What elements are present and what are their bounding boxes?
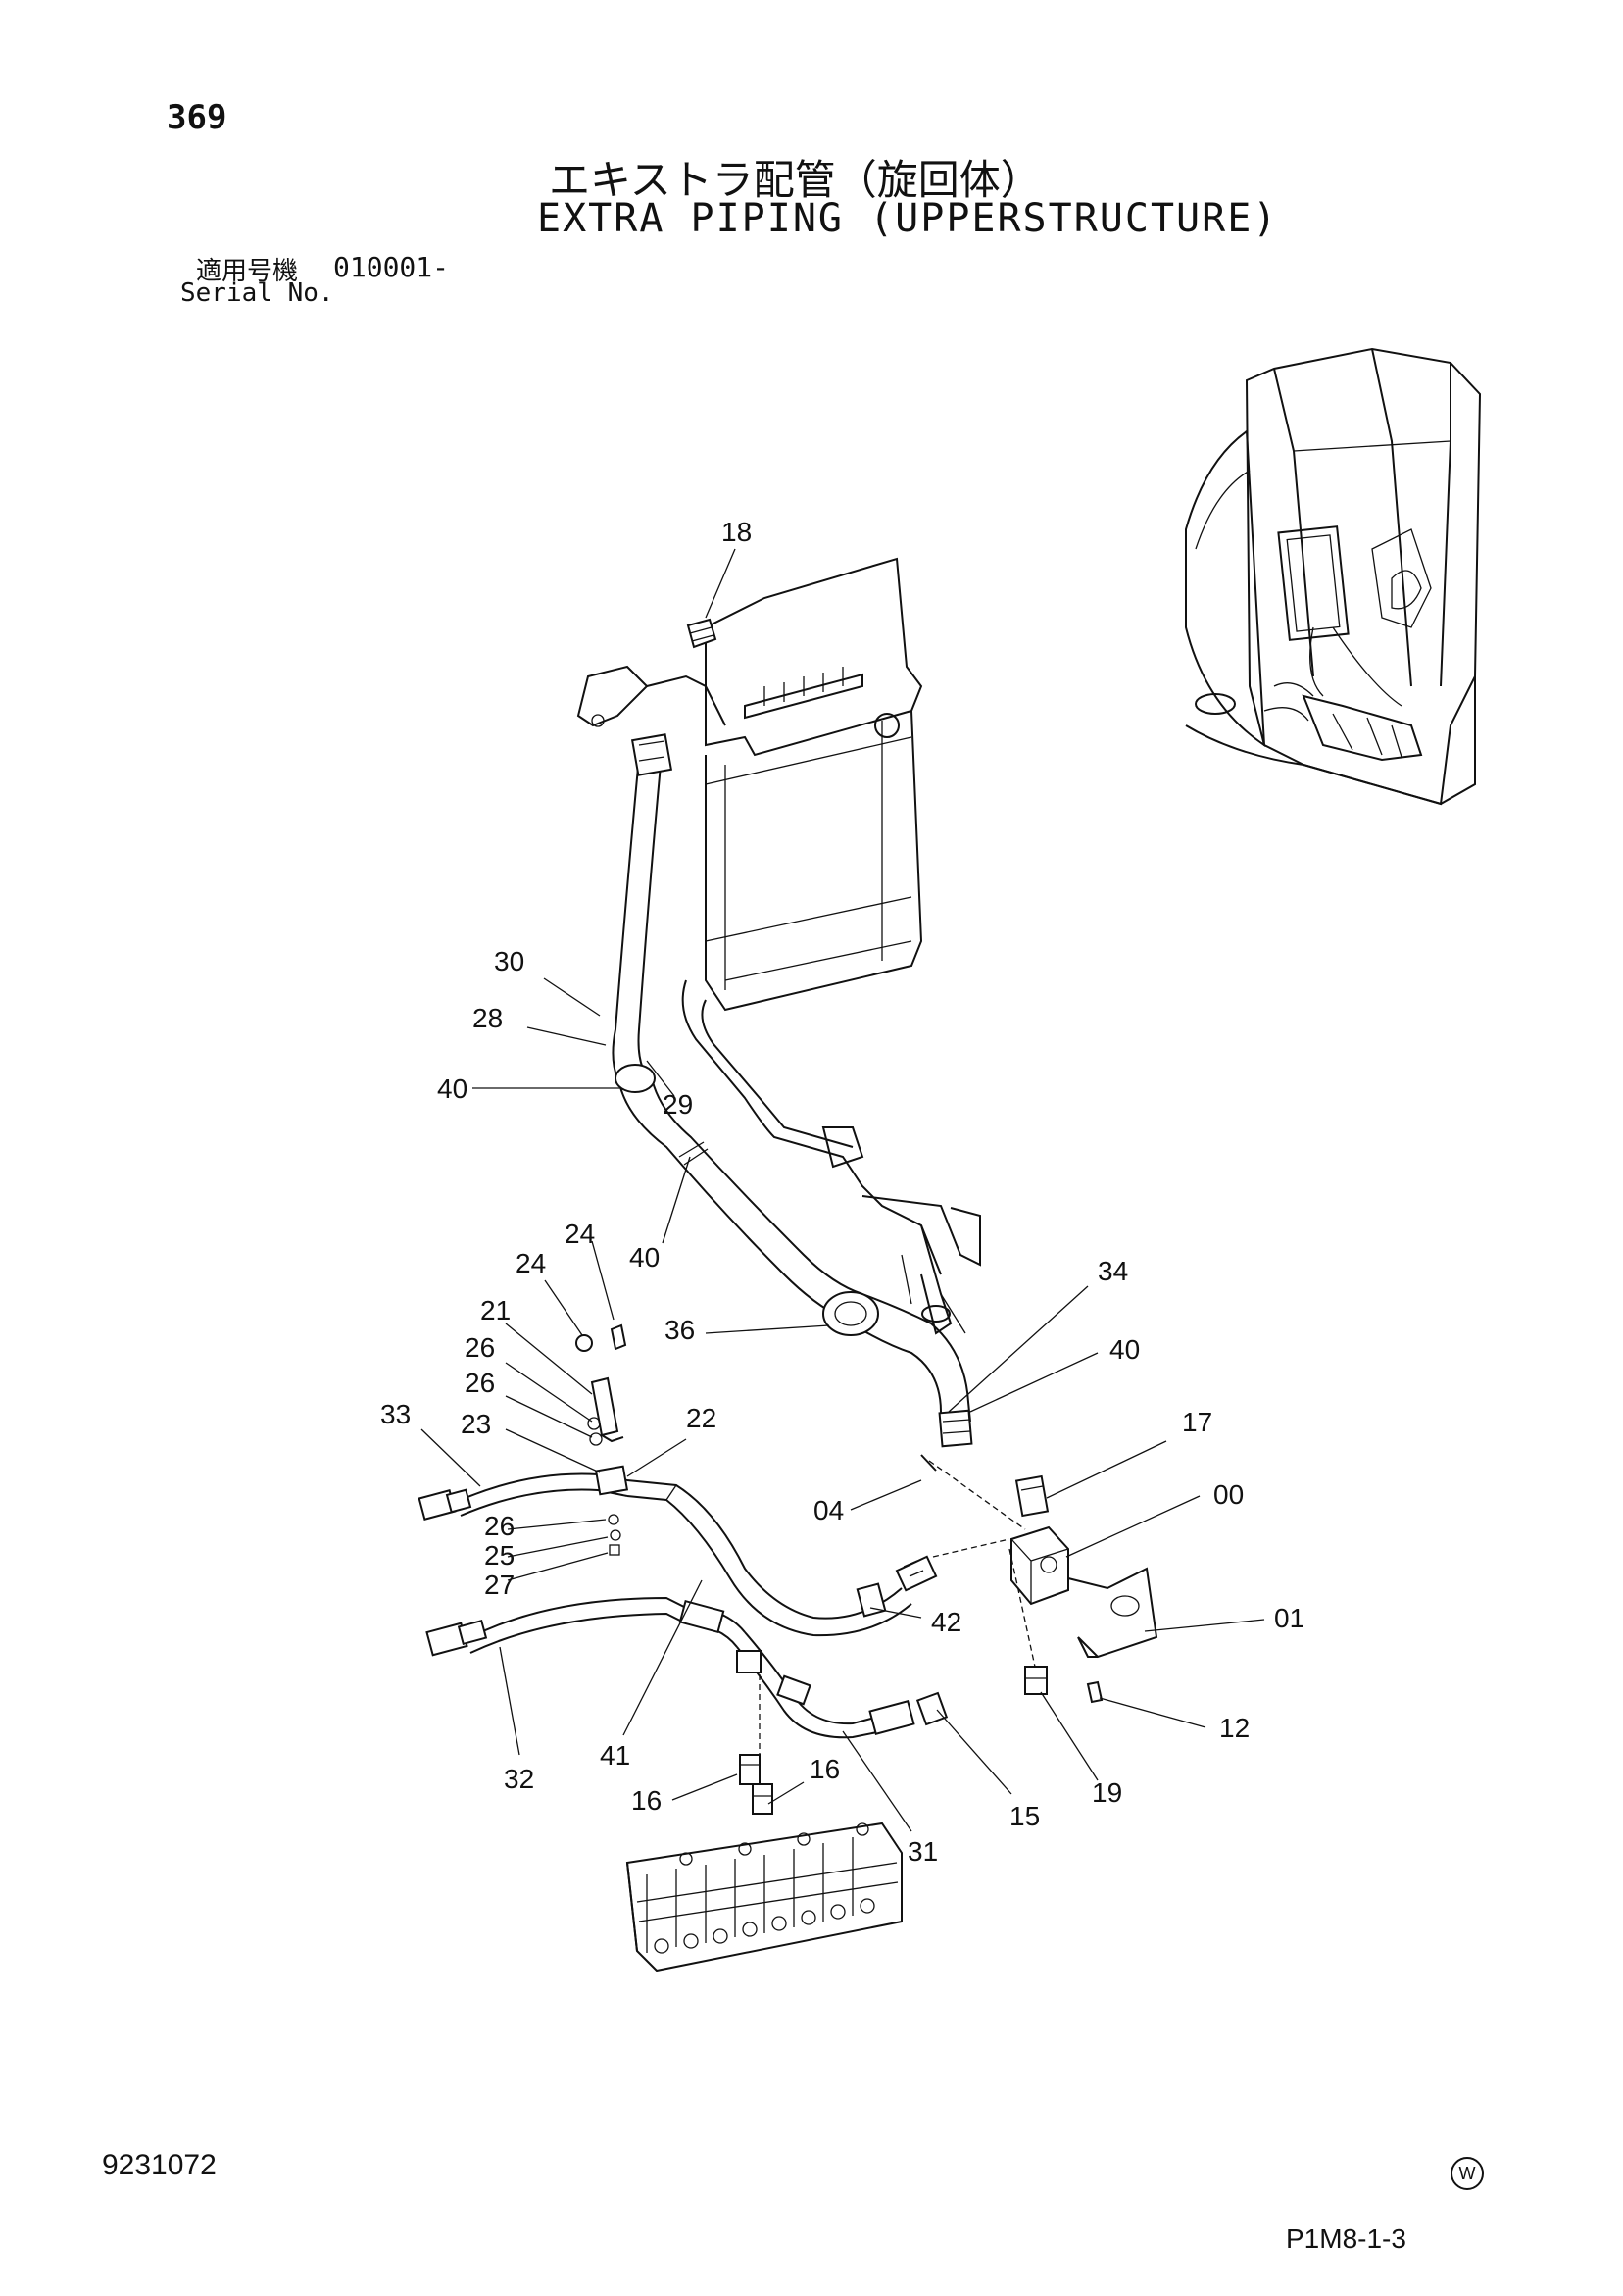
callout-42: 42 bbox=[931, 1607, 961, 1637]
hose-36-34 bbox=[822, 1291, 973, 1448]
callout-17: 17 bbox=[1182, 1407, 1212, 1437]
callout-22: 22 bbox=[686, 1403, 716, 1433]
callout-00: 00 bbox=[1213, 1479, 1244, 1510]
machine-overview-inset bbox=[1185, 347, 1482, 806]
callout-40: 40 bbox=[437, 1073, 467, 1104]
page-code: P1M8-1-3 bbox=[1286, 2223, 1406, 2254]
solenoid-valve-assembly bbox=[920, 1454, 1158, 1704]
serial-number-value: 010001- bbox=[333, 251, 450, 283]
callout-21: 21 bbox=[480, 1295, 511, 1325]
hose-40-upper bbox=[612, 733, 863, 1320]
document-number: 9231072 bbox=[102, 2149, 217, 2181]
radiator-assembly bbox=[576, 557, 981, 1335]
page-number: 369 bbox=[167, 98, 227, 137]
callout-18: 18 bbox=[721, 517, 752, 547]
callout-19: 19 bbox=[1092, 1777, 1122, 1808]
callout-16: 16 bbox=[810, 1754, 840, 1784]
hose-32-31 bbox=[425, 1596, 949, 1755]
callout-25: 25 bbox=[484, 1540, 515, 1571]
callout-29: 29 bbox=[663, 1089, 693, 1120]
callout-40: 40 bbox=[629, 1242, 660, 1273]
callout-01: 01 bbox=[1274, 1603, 1304, 1633]
control-valve-block bbox=[625, 1822, 903, 1972]
circled-w-mark: W bbox=[1451, 2157, 1484, 2190]
callout-26: 26 bbox=[465, 1332, 495, 1363]
callout-15: 15 bbox=[1009, 1801, 1040, 1831]
callout-24: 24 bbox=[565, 1219, 595, 1249]
callout-34: 34 bbox=[1098, 1256, 1128, 1286]
leader-lines bbox=[420, 548, 1265, 1832]
page-title-japanese: エキストラ配管（旋回体） bbox=[549, 157, 1042, 203]
part-18-fitting bbox=[686, 618, 717, 649]
serial-label-japanese: 適用号機 bbox=[196, 256, 299, 285]
callout-16: 16 bbox=[631, 1785, 662, 1816]
callout-40: 40 bbox=[1109, 1334, 1140, 1365]
callout-41: 41 bbox=[600, 1740, 630, 1771]
page-title-english: EXTRA PIPING (UPPERSTRUCTURE) bbox=[537, 196, 1279, 241]
hose-33 bbox=[418, 1465, 629, 1521]
callout-33: 33 bbox=[380, 1399, 411, 1429]
callout-26: 26 bbox=[465, 1368, 495, 1398]
callout-12: 12 bbox=[1219, 1713, 1250, 1743]
clamp-parts bbox=[575, 1323, 627, 1556]
callout-labels: 18 30 28 40 29 40 24 24 21 26 26 23 33 2… bbox=[380, 517, 1304, 1867]
callout-26: 26 bbox=[484, 1511, 515, 1541]
hose-41-42 bbox=[626, 1479, 1010, 1637]
callout-23: 23 bbox=[461, 1409, 491, 1439]
serial-label-english: Serial No. bbox=[180, 278, 334, 308]
fittings-16 bbox=[739, 1754, 773, 1815]
callout-32: 32 bbox=[504, 1764, 534, 1794]
callout-04: 04 bbox=[813, 1495, 844, 1525]
callout-30: 30 bbox=[494, 946, 524, 976]
callout-24: 24 bbox=[516, 1248, 546, 1278]
callout-31: 31 bbox=[908, 1836, 938, 1867]
callout-27: 27 bbox=[484, 1570, 515, 1600]
callout-36: 36 bbox=[664, 1315, 695, 1345]
callout-28: 28 bbox=[472, 1003, 503, 1033]
